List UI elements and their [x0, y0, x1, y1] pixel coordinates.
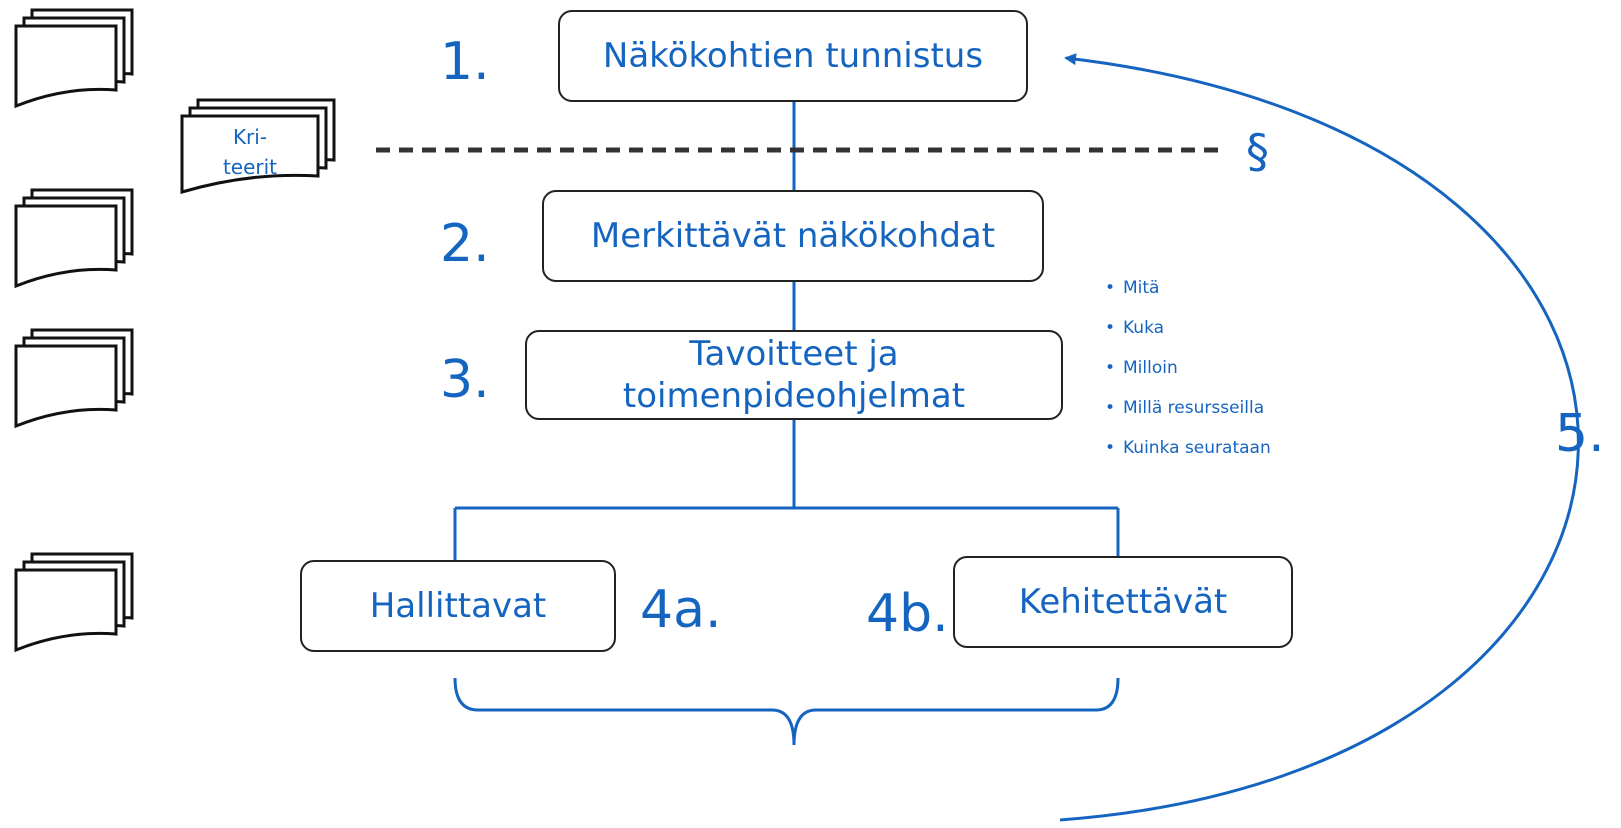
step-4a-box: Hallittavat: [300, 560, 616, 652]
list-item: •Mitä: [1105, 278, 1160, 298]
criteria-label: Kri- teerit: [188, 122, 312, 182]
feedback-arrow-icon: [1059, 53, 1580, 822]
step-4a-label: Hallittavat: [369, 585, 547, 626]
list-item: •Kuinka seurataan: [1105, 438, 1271, 458]
step-2-label: Merkittävät näkökohdat: [590, 215, 996, 256]
step-4b-number: 4b.: [866, 584, 949, 644]
connector-lines: [453, 53, 1580, 822]
list-item: •Kuka: [1105, 318, 1165, 338]
step-1-box: Näkökohtien tunnistus: [558, 10, 1028, 102]
bullet-icon: •: [1105, 318, 1116, 338]
list-item: •Milloin: [1105, 358, 1178, 378]
step-3-box: Tavoitteet ja toimenpideohjelmat: [525, 330, 1063, 420]
list-item: •Millä resursseilla: [1105, 398, 1265, 418]
criteria-label-line1: Kri-: [232, 125, 268, 149]
action-plan-list: •Mitä •Kuka •Milloin •Millä resursseilla…: [1105, 276, 1271, 476]
document-stack-icon: [14, 188, 134, 289]
document-stack-icon: [14, 8, 134, 109]
bottom-brace: [453, 677, 1120, 746]
step-2-number: 2.: [440, 214, 490, 274]
bullet-icon: •: [1105, 398, 1116, 418]
criteria-label-line2: teerit: [222, 155, 278, 179]
document-stack-icon: [14, 552, 134, 653]
document-stack-icon: [14, 328, 134, 429]
step-2-box: Merkittävät näkökohdat: [542, 190, 1044, 282]
bullet-icon: •: [1105, 438, 1116, 458]
step-4b-label: Kehitettävät: [1018, 581, 1228, 622]
step-4b-box: Kehitettävät: [953, 556, 1293, 648]
bullet-icon: •: [1105, 358, 1116, 378]
step-1-number: 1.: [440, 32, 490, 92]
legal-section-symbol: §: [1246, 124, 1269, 178]
step-3-label-line2: toimenpideohjelmat: [622, 376, 966, 416]
step-5-number: 5.: [1555, 404, 1605, 464]
step-3-label-line1: Tavoitteet ja: [689, 333, 899, 374]
step-4a-number: 4a.: [640, 580, 722, 640]
step-3-number: 3.: [440, 350, 490, 410]
step-1-label: Näkökohtien tunnistus: [602, 35, 984, 76]
bullet-icon: •: [1105, 278, 1116, 298]
criteria-document-icon: [180, 98, 336, 195]
